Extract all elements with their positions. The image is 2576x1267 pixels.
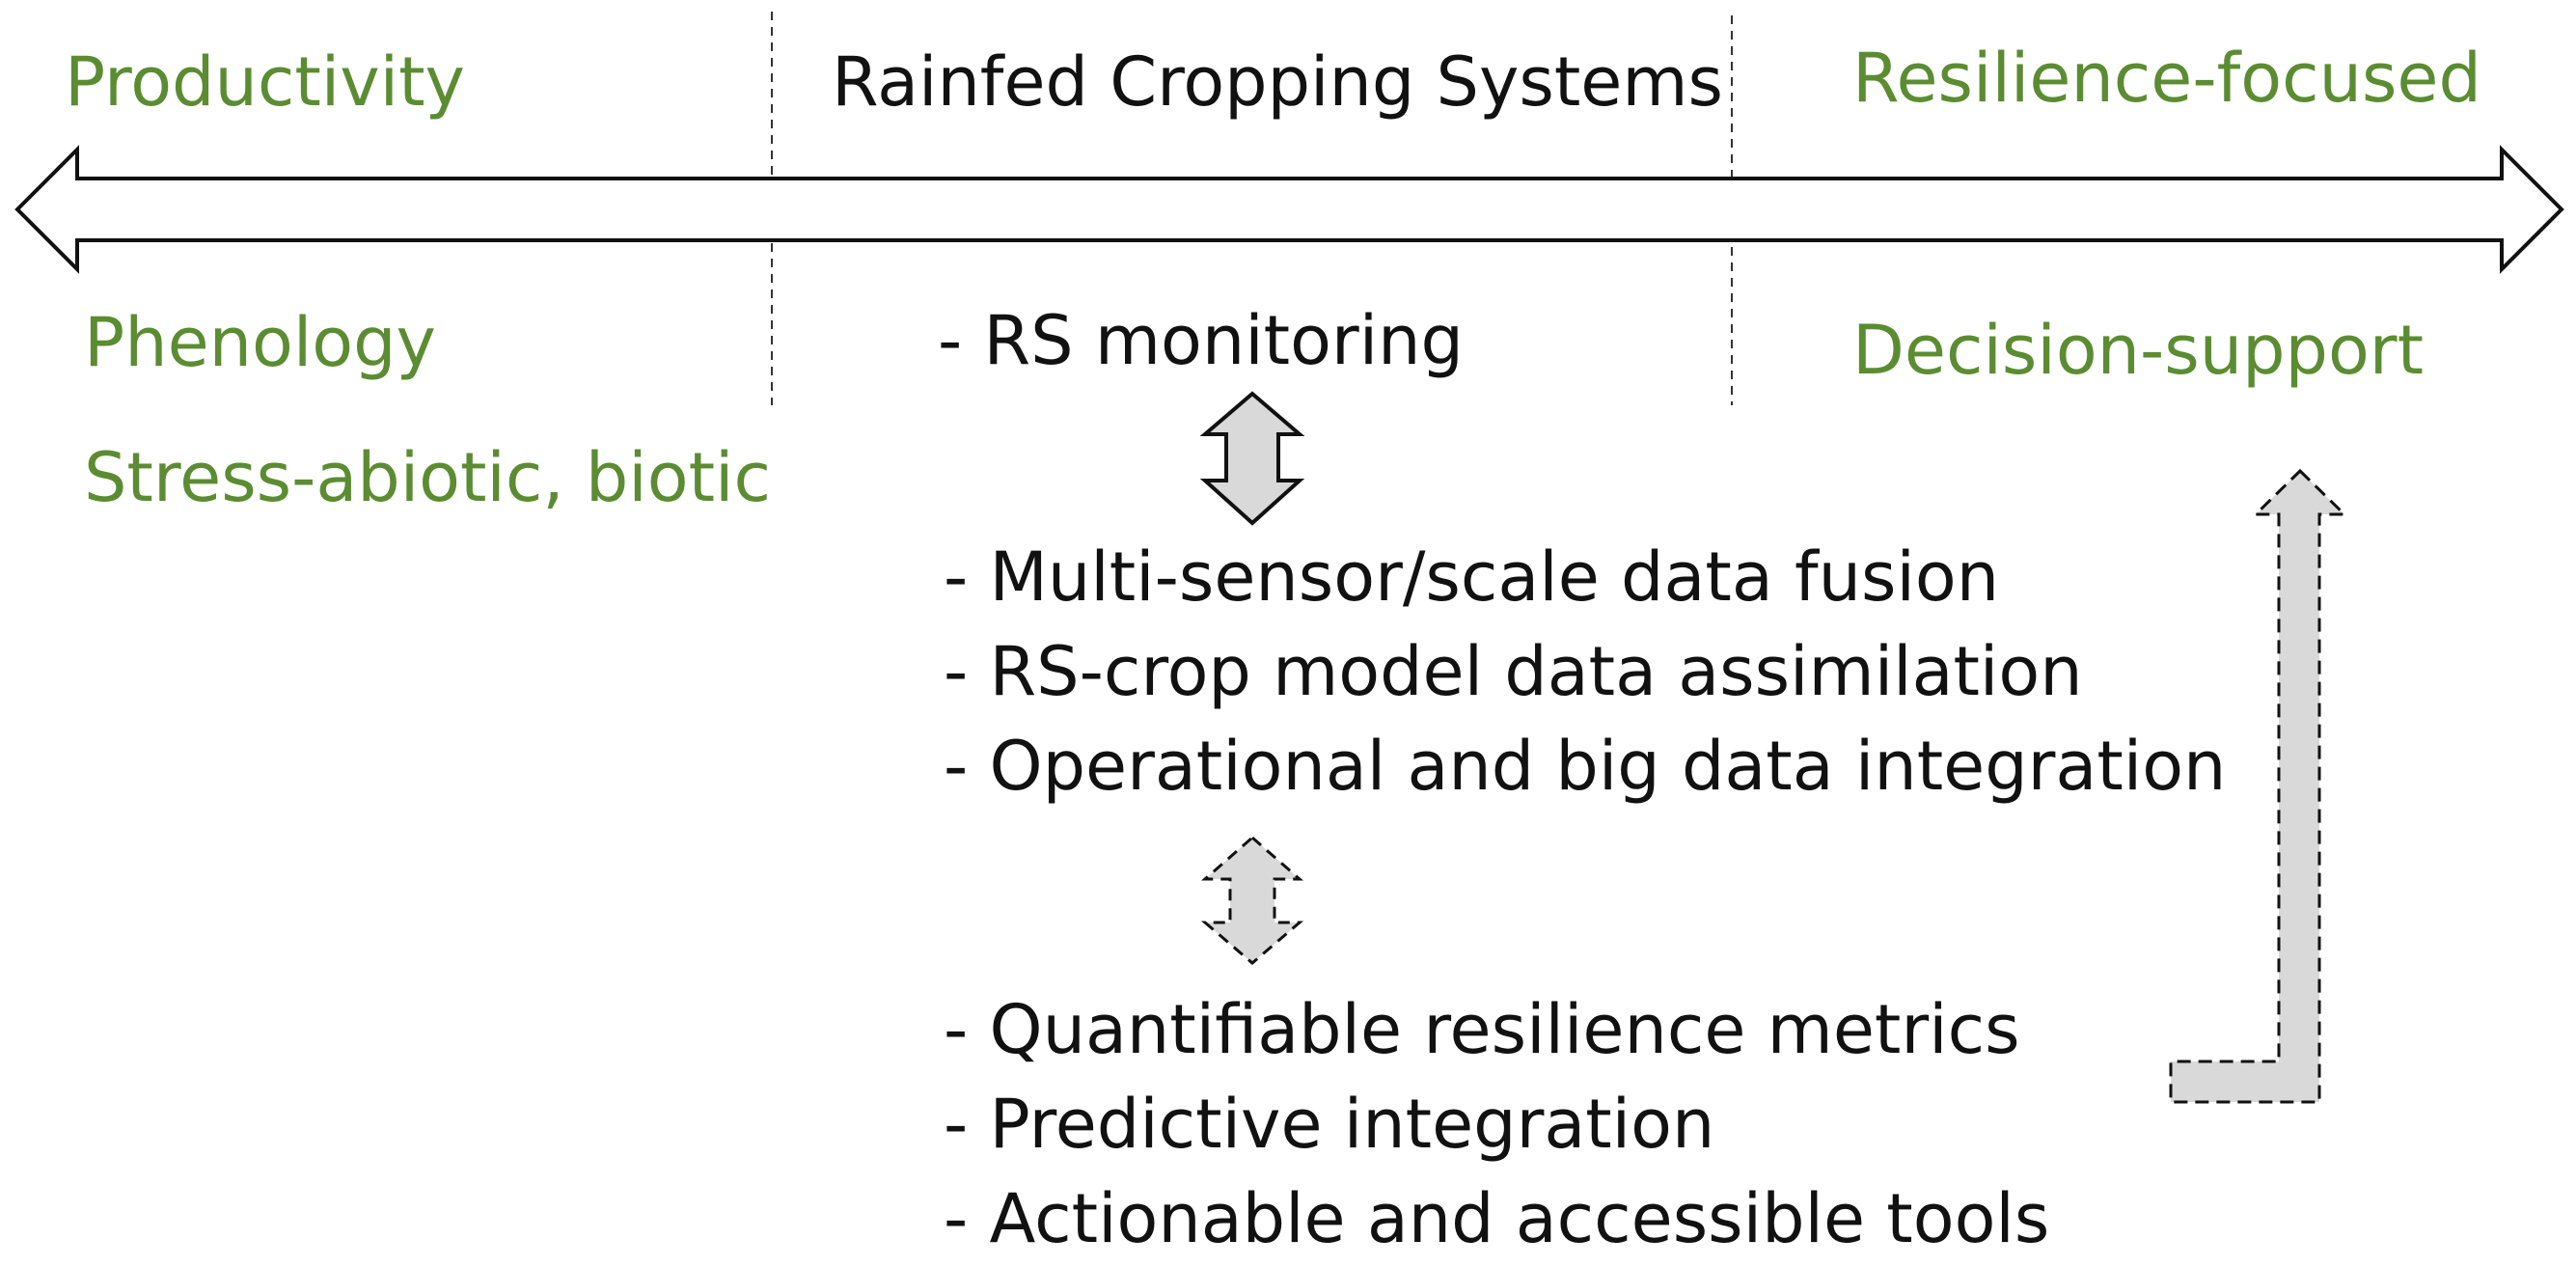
list-item: - Quantifiable resilience metrics: [944, 990, 2020, 1069]
header-rainfed-cropping-systems-title: Rainfed Cropping Systems: [832, 42, 1724, 122]
list-item: - RS-crop model data assimilation: [944, 632, 2083, 711]
header-productivity-label: Productivity: [65, 42, 465, 122]
right-item-decision-support: Decision-support: [1852, 311, 2425, 390]
left-item-stress-abiotic-biotic: Stress-abiotic, biotic: [84, 438, 771, 517]
center-item-rs-monitoring: - RS monitoring: [938, 301, 1464, 380]
double-headed-vertical-arrow-dashed-icon: [1200, 836, 1304, 965]
double-headed-horizontal-arrow-icon: [14, 145, 2564, 274]
center-group-2-list: - Quantifiable resilience metrics - Pred…: [944, 982, 2049, 1266]
list-item: - Multi-sensor/scale data fusion: [944, 537, 2000, 617]
center-group-1-list: - Multi-sensor/scale data fusion - RS-cr…: [944, 530, 2226, 813]
double-headed-vertical-arrow-solid-icon: [1199, 391, 1305, 526]
bent-up-arrow-dashed-icon: [2169, 468, 2348, 1104]
header-resilience-focused-label: Resilience-focused: [1852, 39, 2481, 118]
list-item: - Actionable and accessible tools: [944, 1179, 2050, 1258]
list-item: - Predictive integration: [944, 1085, 1715, 1164]
list-item: - Operational and big data integration: [944, 727, 2227, 806]
left-item-phenology: Phenology: [84, 303, 436, 382]
